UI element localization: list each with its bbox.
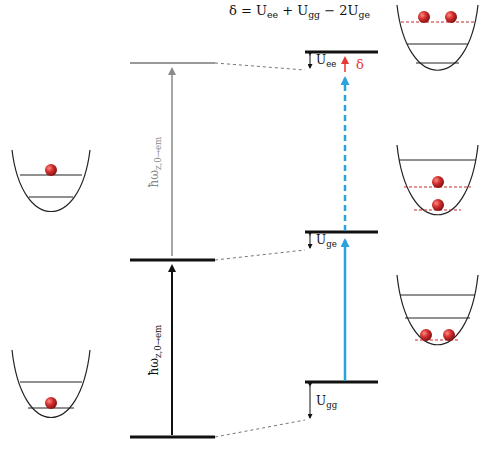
dashed-connector [215,250,305,260]
interaction-label: Uee [316,54,336,68]
shift-bracket [310,235,311,248]
atom-ball [432,199,444,211]
level-line [305,231,378,234]
detuning-arrow [344,58,346,72]
trap-well [397,5,478,70]
level-line [305,381,378,384]
atom-ball [445,11,457,23]
shift-bracket [310,386,311,418]
dashed-connector [215,420,305,437]
level-line [130,62,215,64]
atom-ball [45,164,57,176]
level-line [305,51,378,54]
energy-label: ħωz,0→em [148,325,162,376]
atom-ball [420,329,432,341]
trap-well [397,145,478,215]
detuning-label: δ [356,58,364,71]
interaction-label: Ugg [316,395,337,409]
atom-ball [45,397,57,409]
level-line [130,436,215,439]
dashed-connector [215,63,305,70]
transition-arrow [171,266,173,435]
energy-label: ħωz,0→em [148,137,162,188]
atom-ball [418,11,430,23]
level-line [130,259,215,262]
trap-well [12,350,90,418]
shift-bracket [310,55,311,68]
transition-arrow [344,240,347,381]
atom-ball [432,176,444,188]
transition-arrow [344,78,347,231]
transition-arrow [171,69,173,256]
interaction-label: Uge [316,234,337,248]
trap-well [397,275,478,345]
formula-title: δ = Uee + Ugg − 2Uge [229,4,370,19]
trap-well [12,150,90,212]
atom-ball [443,329,455,341]
